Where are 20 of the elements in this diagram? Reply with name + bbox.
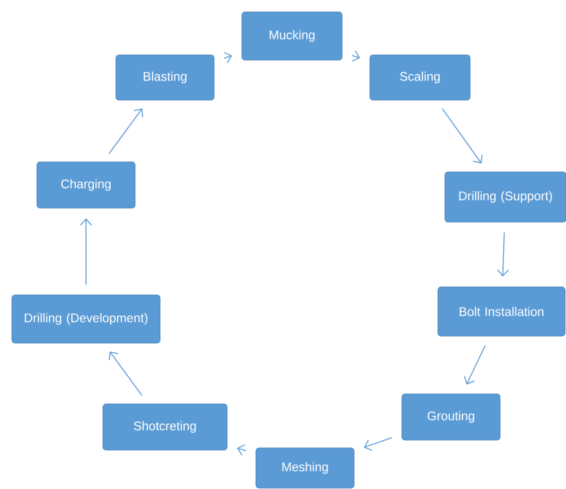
process-box: Mucking: [242, 12, 342, 60]
arrow: [364, 437, 393, 451]
arrow: [223, 52, 232, 64]
arrow: [442, 108, 483, 164]
process-box: Blasting: [116, 54, 214, 100]
process-box: Meshing: [256, 448, 354, 488]
arrow: [496, 232, 509, 277]
process-box: Drilling (Development): [12, 294, 160, 344]
process-box: Scaling: [370, 54, 470, 100]
arrow: [108, 351, 142, 396]
arrow: [237, 444, 246, 456]
process-box: Bolt Installation: [438, 286, 566, 336]
process-box: Shotcreting: [102, 404, 228, 450]
process-box: Drilling (Support): [444, 172, 566, 222]
arrow: [108, 108, 144, 154]
process-box: Charging: [36, 162, 136, 208]
arrow: [464, 344, 486, 385]
arrow: [80, 218, 92, 286]
process-box: Grouting: [402, 394, 500, 440]
arrow: [351, 50, 360, 62]
